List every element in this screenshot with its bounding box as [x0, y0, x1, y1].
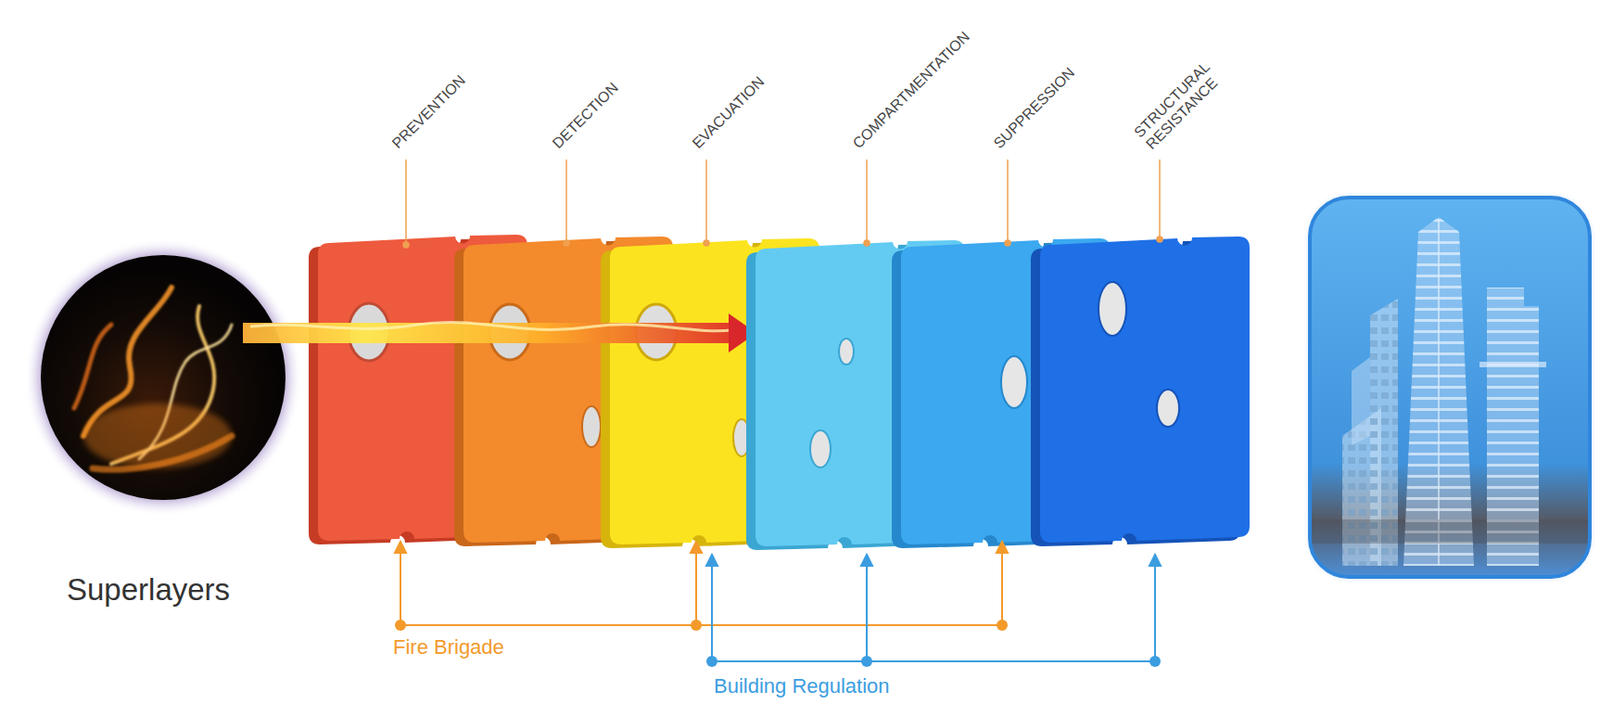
- group-label: Building Regulation: [713, 674, 890, 698]
- group-label: Fire Brigade: [393, 635, 505, 659]
- layer-label: EVACUATION: [689, 74, 768, 153]
- caption-label: Superlayers: [66, 572, 230, 607]
- layer-label: STRUCTURAL RESISTANCE: [1130, 56, 1227, 153]
- layer-label: SUPPRESSION: [990, 64, 1079, 153]
- layer-label: COMPARTMENTATION: [850, 28, 974, 153]
- layer-label: PREVENTION: [389, 72, 470, 153]
- layer-label: DETECTION: [549, 79, 623, 153]
